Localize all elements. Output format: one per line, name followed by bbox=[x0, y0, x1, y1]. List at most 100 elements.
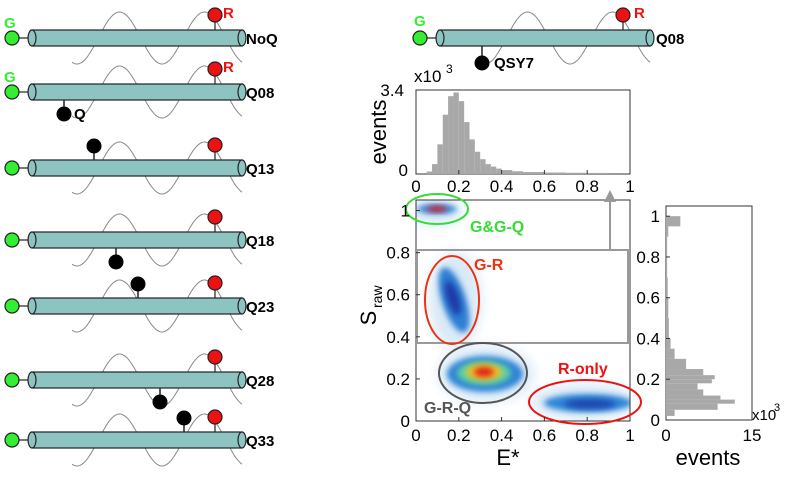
side-hist-bar bbox=[666, 375, 715, 380]
side-hist-bar bbox=[666, 369, 704, 376]
row2-construct: Q13 bbox=[4, 137, 274, 195]
population-outline-ronly bbox=[528, 379, 642, 425]
legend-donor-dot bbox=[412, 30, 428, 46]
top-hist-ymax-label: 3.4 bbox=[380, 81, 404, 100]
main-xtick-label: 0.2 bbox=[447, 426, 471, 445]
row3-helix-end bbox=[237, 231, 247, 249]
population-outline-gg bbox=[405, 193, 469, 225]
row6-construct: Q33 bbox=[4, 409, 274, 467]
side-hist-bar bbox=[666, 379, 712, 384]
main-xtick-label: 0.6 bbox=[533, 426, 557, 445]
row0-helix-cap bbox=[27, 29, 37, 47]
population-outline-grq bbox=[438, 342, 528, 404]
row5-helix-cap bbox=[27, 371, 37, 389]
label-grq: G-R-Q bbox=[424, 400, 471, 417]
construct-label: Q08 bbox=[246, 85, 274, 102]
main-ytick-label: 0.6 bbox=[386, 286, 410, 305]
top-hist-xtick-label: 0.2 bbox=[447, 177, 471, 196]
top-hist-bar bbox=[496, 168, 502, 174]
side-hist-xexp-label: 3 bbox=[774, 402, 780, 414]
construct-label: Q23 bbox=[246, 299, 274, 316]
row6-donor-dot bbox=[4, 432, 20, 448]
label-gg: G&G-Q bbox=[470, 219, 524, 236]
main-ytick-label: 1 bbox=[401, 202, 410, 221]
row3-construct: Q18 bbox=[4, 209, 274, 270]
row0-helix-end bbox=[237, 29, 247, 47]
top-hist-bar bbox=[512, 171, 523, 174]
side-hist-bar bbox=[666, 226, 669, 237]
row5-acceptor-dot bbox=[207, 349, 223, 365]
main-ylabel: S raw bbox=[356, 285, 385, 326]
side-hist-bar bbox=[666, 318, 669, 339]
construct-label: Q33 bbox=[246, 433, 274, 450]
row0-acceptor-dot bbox=[207, 7, 223, 23]
construct-label: Q13 bbox=[246, 161, 274, 178]
top-hist-bar bbox=[485, 164, 491, 174]
top-hist-bar bbox=[490, 166, 497, 174]
legend-quencher-label: QSY7 bbox=[494, 55, 534, 72]
main-xtick-label: 0.8 bbox=[575, 426, 599, 445]
row1-helix-cap bbox=[27, 83, 37, 101]
top-hist-bar bbox=[448, 96, 454, 174]
side-hist-bar bbox=[666, 395, 721, 400]
quencher-dot bbox=[152, 394, 168, 410]
acceptor-label: R bbox=[223, 5, 234, 22]
row4-donor-dot bbox=[4, 298, 20, 314]
side-hist-ytick-label: 0.8 bbox=[636, 248, 660, 267]
heatmap bbox=[416, 200, 630, 420]
main-ytick-label: 0.2 bbox=[386, 370, 410, 389]
row2-helix-body bbox=[31, 159, 243, 177]
side-hist-bar bbox=[666, 216, 681, 227]
top-hist-bar bbox=[501, 170, 513, 174]
population-gr-peak bbox=[445, 280, 461, 316]
row6-helix-cap bbox=[27, 431, 37, 449]
legend-helix-cap bbox=[435, 29, 445, 47]
main-ytick-label: 0.4 bbox=[386, 328, 410, 347]
legend-construct-label: Q08 bbox=[656, 31, 684, 48]
top-hist-bar bbox=[544, 172, 566, 174]
legend-acceptor-dot bbox=[615, 7, 631, 23]
row4-helix-body bbox=[31, 297, 243, 315]
legend-helix-body bbox=[439, 29, 651, 47]
top-hist-bar bbox=[469, 139, 475, 174]
side-hist-ytick-label: 0.4 bbox=[636, 329, 660, 348]
quencher-dot bbox=[56, 106, 72, 122]
population-grq-peak bbox=[474, 367, 494, 377]
top-hist-xtick-label: 0.8 bbox=[575, 177, 599, 196]
row2-helix-end bbox=[237, 159, 247, 177]
side-hist-bar bbox=[666, 358, 687, 370]
donor-label: G bbox=[4, 15, 16, 32]
main-xlabel: E* bbox=[496, 445, 520, 470]
main-ytick-label: 0 bbox=[401, 412, 410, 431]
row1-helix-end bbox=[237, 83, 247, 101]
quencher-label: Q bbox=[74, 106, 86, 123]
legend-helix-end bbox=[645, 29, 655, 47]
legend-acceptor-label: R bbox=[634, 5, 645, 22]
main-ylabel-sub: raw bbox=[369, 285, 385, 308]
gate-arrow-head bbox=[604, 190, 616, 202]
row4-acceptor-dot bbox=[207, 275, 223, 291]
acceptor-label: R bbox=[223, 59, 234, 76]
population-outline-gr bbox=[424, 255, 480, 345]
top-hist-bar bbox=[587, 172, 609, 174]
row3-helix-body bbox=[31, 231, 243, 249]
label-gr: G-R bbox=[474, 257, 504, 274]
row4-helix-cap bbox=[27, 297, 37, 315]
side-hist-bar bbox=[666, 236, 668, 257]
top-hist-yzero-label: 0 bbox=[399, 161, 408, 180]
side-hist-bar bbox=[666, 297, 669, 319]
side-hist-bar bbox=[666, 383, 698, 390]
top-hist-bar bbox=[442, 114, 449, 174]
main-ylabel-s: S bbox=[356, 311, 381, 326]
top-hist-xtick-label: 1 bbox=[625, 177, 634, 196]
gate-rectangle bbox=[416, 249, 629, 344]
quencher-dot bbox=[176, 410, 192, 426]
side-hist-bar bbox=[666, 389, 704, 396]
